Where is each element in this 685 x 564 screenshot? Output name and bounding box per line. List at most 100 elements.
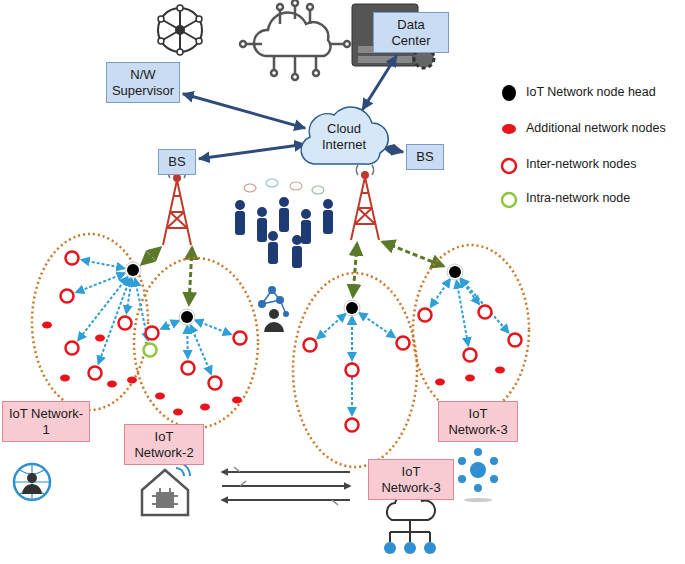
data-arrows: [234, 467, 338, 505]
people: [301, 209, 311, 219]
people: [279, 208, 289, 232]
gear-network-icon: [458, 475, 466, 483]
inter-network-node: [209, 377, 222, 390]
gear-network-icon: [464, 498, 492, 502]
smart-home-icon: [142, 470, 188, 515]
globe-person-icon: [14, 464, 50, 500]
tower: [351, 165, 379, 240]
network-person-icon: [258, 286, 289, 332]
node-head: [447, 264, 463, 280]
inter-network-node: [146, 327, 159, 340]
inter-network-node: [419, 309, 432, 322]
gear-network-icon: [490, 457, 498, 465]
node-head: [179, 309, 195, 325]
hub-icon: [158, 8, 202, 52]
hub-icon: [177, 5, 183, 11]
legend-ring: [500, 156, 520, 176]
network-label: IoT Network-2: [124, 424, 204, 465]
legend-swatch: [502, 124, 516, 134]
hub-icon: [161, 8, 199, 52]
people: [268, 242, 278, 264]
globe-person-icon: [14, 464, 50, 500]
additional-node: [495, 367, 505, 374]
people: [244, 184, 256, 192]
additional-node: [200, 404, 210, 411]
people: [235, 179, 333, 268]
network-label: IoT Network-1: [2, 401, 90, 442]
network-person-icon: [268, 286, 276, 294]
node-link: [461, 279, 508, 333]
node-link: [359, 313, 394, 337]
node-label: Data Center: [379, 17, 443, 48]
inter-network-node: [61, 290, 74, 303]
node-link: [460, 279, 479, 304]
node-link: [186, 326, 189, 358]
people: [301, 220, 311, 244]
inter-network-node: [119, 317, 132, 330]
cloud-tree-icon: [384, 542, 396, 554]
legend-text: Inter-network nodes: [526, 157, 636, 172]
bs-link: [189, 248, 192, 304]
inter-network-node: [346, 364, 359, 377]
legend-text: Additional network nodes: [526, 121, 666, 136]
node-head: [181, 311, 193, 323]
inter-network-node: [464, 349, 477, 362]
additional-node: [435, 379, 445, 386]
additional-node: [155, 393, 165, 400]
node-link: [195, 320, 230, 334]
people: [257, 218, 267, 242]
node-link: [431, 279, 450, 306]
globe-person-icon: [14, 464, 50, 500]
cloud-circuit-icon: [240, 41, 246, 47]
additional-node: [173, 409, 183, 416]
additional-node: [95, 335, 105, 342]
node-label: Cloud Internet: [314, 121, 374, 152]
tower: [351, 177, 379, 240]
smart-home-icon: [152, 488, 178, 504]
smart-home-icon: [156, 492, 174, 508]
cloud-circuit-icon: [292, 74, 298, 80]
inter-network-node: [89, 367, 102, 380]
additional-node: [42, 322, 52, 329]
people: [257, 207, 267, 217]
network-boundary: [293, 273, 417, 467]
people: [323, 199, 333, 209]
node-head: [125, 262, 141, 278]
people: [266, 179, 278, 187]
bs-link: [383, 242, 443, 266]
legend-text: Intra-network node: [526, 191, 630, 206]
node-label: IoT Network-1: [8, 406, 84, 437]
cloud-tree-icon: [404, 542, 416, 554]
bs-link: [353, 244, 357, 296]
inter-network-node: [66, 252, 79, 265]
gear-network-icon: [458, 457, 466, 465]
tower: [163, 180, 191, 245]
network-person-icon: [283, 311, 289, 317]
connector-arrow: [363, 56, 397, 110]
cloud-circuit-icon: [271, 70, 277, 76]
additional-node: [232, 397, 242, 404]
hub-icon: [196, 16, 202, 22]
cloud-circuit-icon: [254, 12, 331, 56]
data-arrows: [222, 471, 350, 473]
network-person-icon: [276, 296, 284, 304]
inter-network-node: [182, 362, 195, 375]
node-link: [161, 321, 179, 329]
network-person-icon: [258, 300, 266, 308]
cloud-tree-icon: [390, 520, 430, 542]
inter-network-node: [397, 337, 410, 350]
people: [268, 231, 278, 241]
tower: [174, 175, 180, 181]
data-arrows: [222, 467, 350, 505]
network-label: IoT Network-3: [368, 459, 454, 500]
gear-network-icon: [470, 462, 486, 478]
node-label: IoT Network-3: [374, 464, 448, 495]
node-label: IoT Network-3: [444, 406, 512, 437]
legend-ring: [502, 193, 516, 207]
hub-icon: [158, 5, 202, 55]
base-station-label: BS: [158, 149, 196, 175]
additional-node: [60, 375, 70, 382]
bs-link: [142, 248, 160, 264]
